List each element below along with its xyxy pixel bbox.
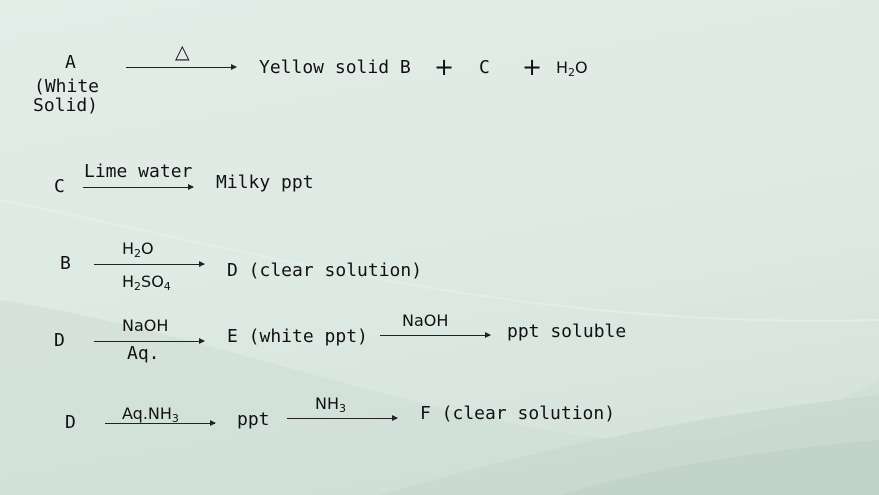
reagent-aq-ammonia: Aq.NH3 bbox=[122, 404, 179, 425]
product-E-white-ppt: E (white ppt) bbox=[227, 326, 368, 347]
reaction-arrow bbox=[94, 338, 205, 344]
reaction-arrow bbox=[287, 415, 398, 421]
product-water: H2O bbox=[556, 58, 588, 79]
reactant-A-note-line1: (White bbox=[34, 76, 100, 97]
reactant-D: D bbox=[65, 412, 76, 433]
reagent-aqueous: Aq. bbox=[127, 343, 160, 364]
reactant-B: B bbox=[60, 253, 71, 274]
reaction-arrow bbox=[83, 184, 194, 190]
reagent-ammonia-excess: NH3 bbox=[315, 394, 346, 415]
reactant-C: C bbox=[54, 176, 65, 197]
reactant-A: A bbox=[65, 52, 76, 73]
product-F-clear-solution: F (clear solution) bbox=[420, 403, 616, 424]
product-D-clear-solution: D (clear solution) bbox=[227, 260, 423, 281]
heat-triangle-icon: △ bbox=[175, 41, 190, 63]
product-ppt-soluble: ppt soluble bbox=[507, 321, 627, 342]
product-ppt: ppt bbox=[237, 409, 270, 430]
reaction-arrow bbox=[94, 261, 205, 267]
reactant-D: D bbox=[54, 330, 65, 351]
product-milky-ppt: Milky ppt bbox=[216, 172, 314, 193]
product-C: C bbox=[479, 57, 490, 78]
product-yellow-solid-B: Yellow solid B bbox=[259, 57, 411, 78]
reagent-water: H2O bbox=[122, 239, 154, 260]
reaction-arrow bbox=[126, 64, 237, 70]
reaction-arrow bbox=[380, 332, 491, 338]
reagent-sulfuric-acid: H2SO4 bbox=[122, 272, 171, 293]
plus-sign: + bbox=[522, 53, 543, 81]
reagent-lime-water: Lime water bbox=[84, 161, 193, 182]
reagent-naoh: NaOH bbox=[122, 316, 169, 335]
plus-sign: + bbox=[434, 53, 455, 81]
reaction-arrow bbox=[105, 420, 216, 426]
reactant-A-note-line2: Solid) bbox=[33, 95, 99, 116]
reagent-naoh-excess: NaOH bbox=[402, 311, 449, 330]
